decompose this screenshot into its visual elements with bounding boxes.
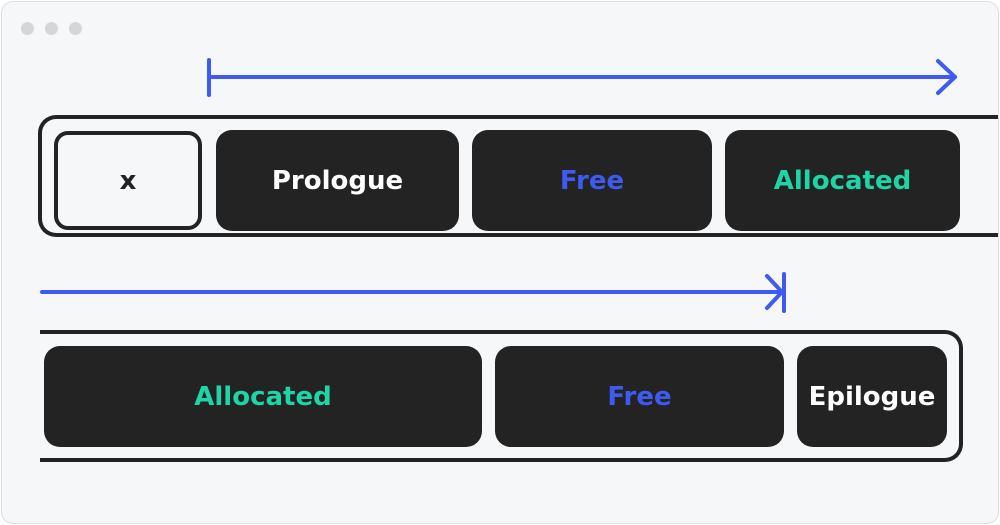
window-dot-icon — [69, 22, 82, 35]
block-prologue-label: Prologue — [271, 165, 404, 196]
window-dot-icon — [45, 22, 58, 35]
block-allocated-bottom: Allocated — [44, 346, 482, 447]
block-epilogue: Epilogue — [797, 346, 947, 447]
window-dot-icon — [21, 22, 34, 35]
block-x-label: x — [119, 165, 137, 196]
bottom-arrow-icon — [40, 272, 786, 313]
block-allocated-top: Allocated — [725, 130, 960, 231]
block-free-bottom-label: Free — [607, 381, 672, 412]
top-arrow-icon — [207, 58, 957, 97]
block-allocated-top-label: Allocated — [773, 165, 912, 196]
block-prologue: Prologue — [216, 130, 459, 231]
block-epilogue-label: Epilogue — [808, 381, 936, 412]
block-free-top-label: Free — [559, 165, 625, 196]
block-x: x — [54, 131, 202, 230]
block-allocated-bottom-label: Allocated — [194, 381, 332, 412]
heap-rail-top — [38, 115, 998, 237]
heap-rail-bottom — [40, 330, 963, 462]
block-free-bottom: Free — [495, 346, 784, 447]
block-free-top: Free — [472, 130, 712, 231]
